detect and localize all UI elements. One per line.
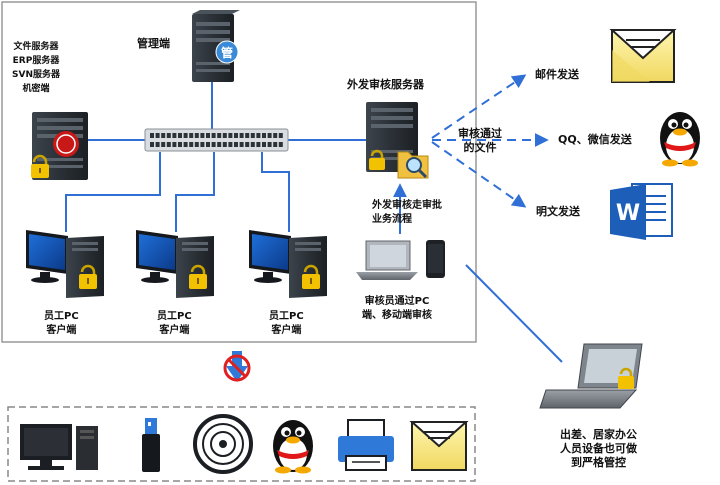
employee-pc-lock-icon <box>302 264 320 289</box>
optical-disc-icon <box>193 414 253 474</box>
reviewer-phone-icon <box>426 240 445 278</box>
network-links <box>65 82 563 363</box>
remote-laptop-lock-icon <box>618 367 634 389</box>
qq-penguin-small-icon <box>273 420 313 474</box>
qq-penguin-icon <box>660 112 700 167</box>
approval-flow-line: 外发审核走审批 <box>372 200 442 211</box>
management-label: 管理端 <box>137 37 170 50</box>
email-send-label: 邮件发送 <box>535 68 579 81</box>
remote-control-line: 出差、居家办公 <box>560 428 637 441</box>
management-badge-char: 管 <box>221 45 233 60</box>
employee-pc-lock-icon <box>189 264 207 289</box>
reviewer-line: 审核员通过PC <box>364 296 430 307</box>
approval-flow-label: 外发审核走审批 业务流程 <box>372 199 442 227</box>
prohibited-icon <box>223 351 251 382</box>
network-switch-icon <box>144 128 289 152</box>
output-arrows <box>431 74 549 208</box>
pc-client-label-1: 员工PC 客户端 <box>44 310 79 338</box>
server-list-item: SVN服务器 <box>12 70 60 80</box>
approval-flow-line: 业务流程 <box>372 214 412 225</box>
audited-files-line: 的文件 <box>463 141 497 154</box>
pc-client-label-3: 员工PC 客户端 <box>269 310 304 338</box>
audited-files-line: 审核通过 <box>458 127 502 140</box>
pc-client-line: 员工PC <box>44 311 79 322</box>
printer-icon <box>338 419 394 471</box>
server-list-item: 机密端 <box>22 84 50 94</box>
server-list-item: 文件服务器 <box>13 42 59 52</box>
pc-client-line: 客户端 <box>271 325 302 336</box>
reviewer-label: 审核员通过PC 端、移动端审核 <box>362 295 432 323</box>
pc-client-line: 员工PC <box>269 311 304 322</box>
pc-client-line: 客户端 <box>159 325 190 336</box>
employee-pc-lock-icon <box>79 264 97 289</box>
audit-server-lock-icon <box>369 149 385 170</box>
qq-wechat-send-label: QQ、微信发送 <box>558 133 632 146</box>
email-icon <box>609 29 677 83</box>
file-server-lock-icon <box>31 154 49 178</box>
remote-control-line: 人员设备也可做 <box>560 442 637 455</box>
pc-client-label-2: 员工PC 客户端 <box>157 310 192 338</box>
server-list-label: 文件服务器 ERP服务器 SVN服务器 机密端 <box>6 40 66 96</box>
audited-files-label: 审核通过 的文件 <box>458 127 502 155</box>
remote-control-line: 到严格管控 <box>571 456 626 469</box>
blocked-devices-frame <box>7 406 476 482</box>
pc-client-line: 客户端 <box>46 325 77 336</box>
pc-client-line: 员工PC <box>157 311 192 322</box>
server-list-item: ERP服务器 <box>12 56 60 66</box>
remote-laptop-icon <box>539 343 643 409</box>
plain-send-label: 明文发送 <box>536 205 580 218</box>
reviewer-line: 端、移动端审核 <box>362 310 432 321</box>
desktop-computer-icon <box>20 424 98 470</box>
management-server-icon: 管 <box>192 10 240 82</box>
word-letter: W <box>616 201 640 226</box>
audit-server-label: 外发审核服务器 <box>347 78 424 91</box>
reviewer-laptop-icon <box>356 240 418 280</box>
remote-control-label: 出差、居家办公 人员设备也可做 到严格管控 <box>560 428 637 470</box>
audit-folder-search-icon <box>397 151 429 179</box>
email-small-icon <box>409 421 469 471</box>
usb-drive-icon <box>142 418 160 472</box>
word-document-icon: W <box>610 183 673 240</box>
